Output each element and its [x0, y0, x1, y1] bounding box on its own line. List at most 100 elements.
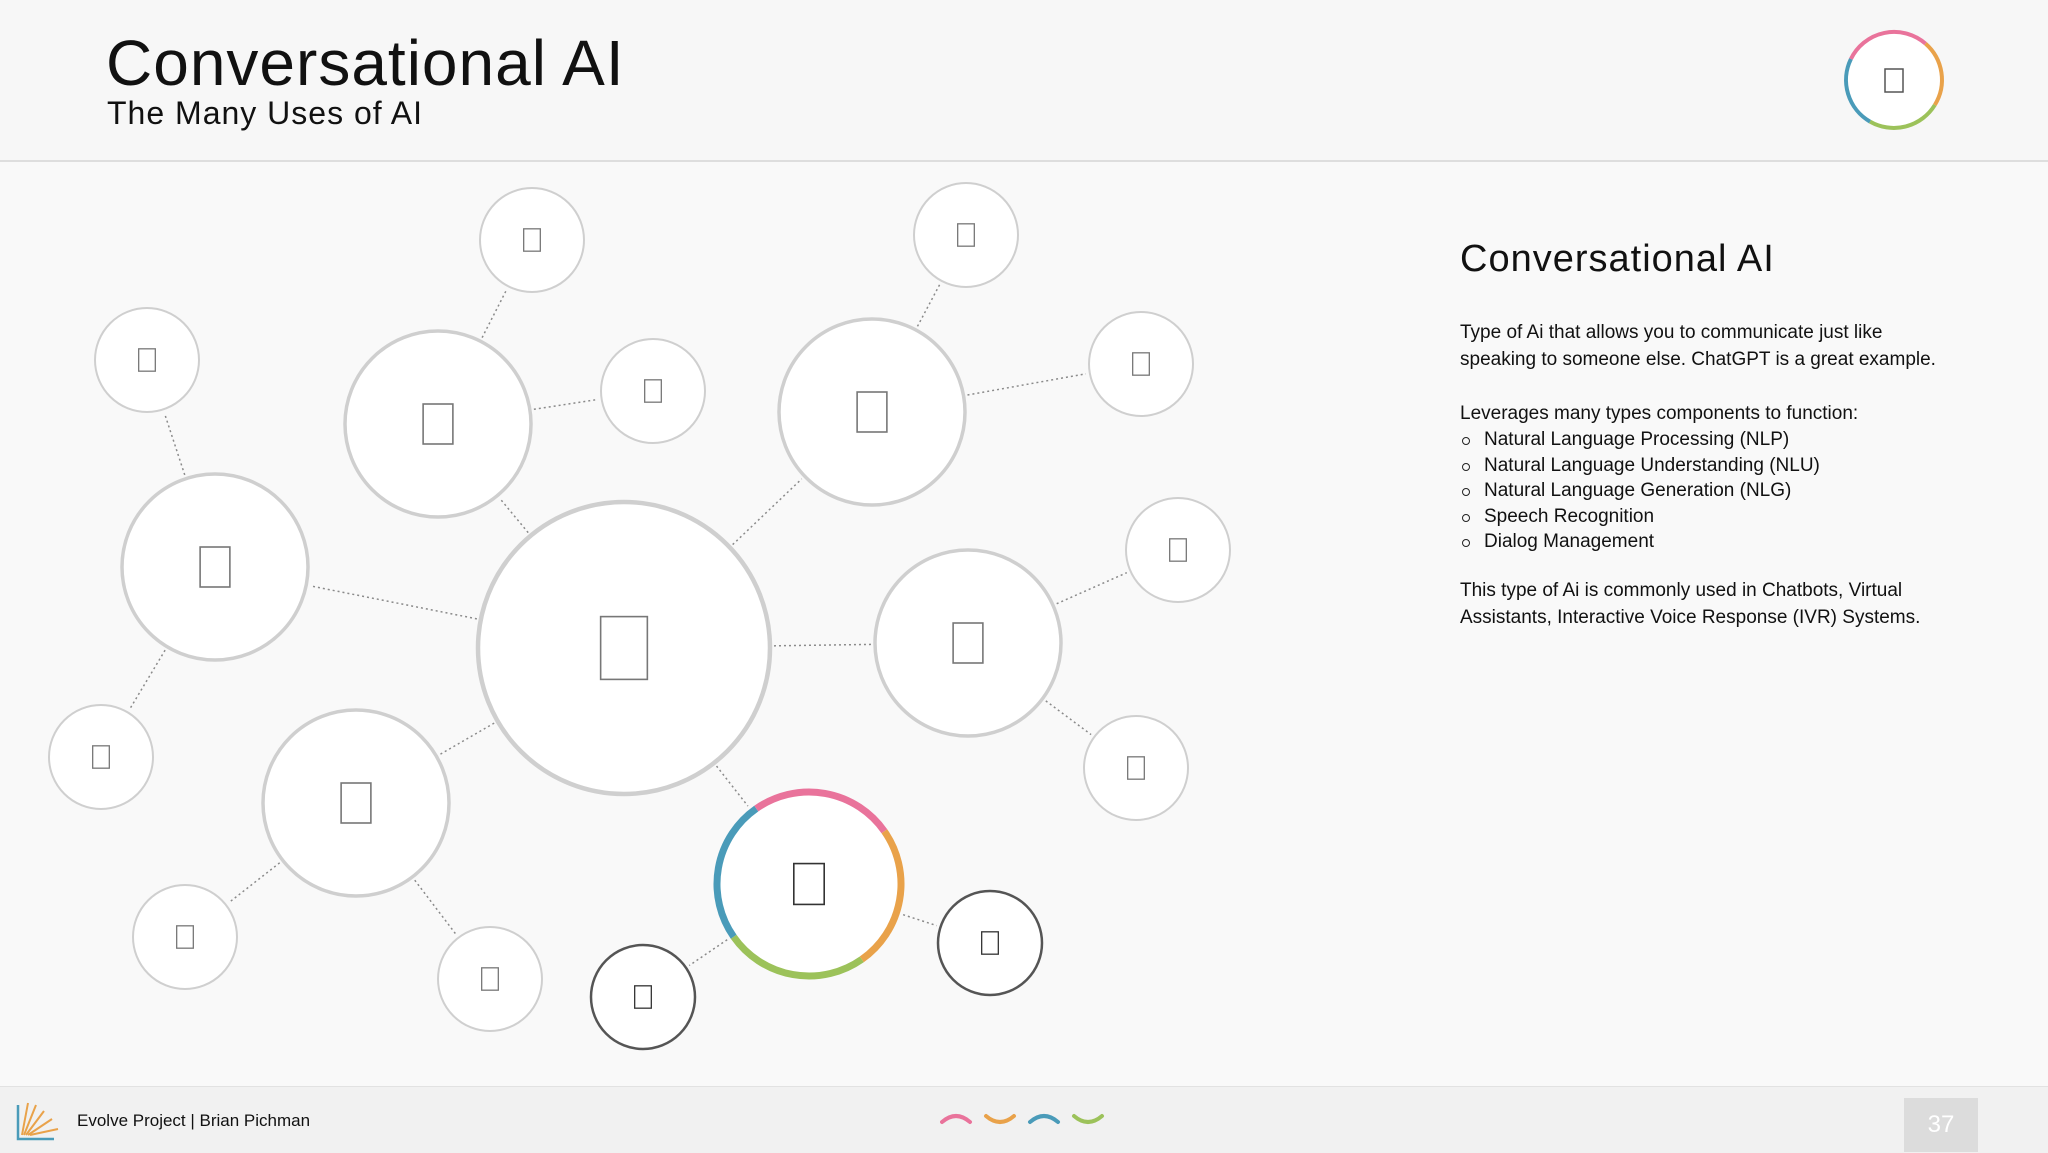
connector-line — [916, 284, 941, 327]
node-circle — [1088, 311, 1194, 417]
bubble-node — [437, 926, 543, 1032]
node-circle — [479, 187, 585, 293]
bubble-node — [589, 943, 697, 1051]
bubble-node — [873, 548, 1063, 738]
bubble-node — [94, 307, 200, 413]
bullet-icon — [1462, 462, 1470, 471]
ring-segment — [754, 788, 888, 834]
connector-line — [773, 643, 872, 647]
node-circle — [48, 704, 154, 810]
connector-line — [732, 478, 803, 546]
slide-subtitle: The Many Uses of AI — [107, 95, 424, 131]
slide-footer: Evolve Project | Brian Pichman — [0, 1086, 2048, 1153]
connector-line — [481, 289, 508, 338]
list-item: Natural Language Generation (NLG) — [1460, 478, 1960, 504]
placeholder-icon — [1132, 352, 1150, 376]
connector-line — [1045, 700, 1092, 736]
node-circle — [475, 499, 773, 797]
node-circle — [589, 943, 697, 1051]
connector-line — [310, 585, 478, 620]
node-circle — [777, 317, 967, 507]
connector-line — [414, 879, 457, 935]
connector-line — [163, 412, 186, 476]
bullet-icon — [1462, 513, 1470, 522]
panel-heading: Conversational AI — [1460, 238, 1775, 280]
node-circle — [437, 926, 543, 1032]
placeholder-icon — [1127, 756, 1145, 780]
node-circle — [913, 182, 1019, 288]
placeholder-icon — [599, 615, 649, 681]
bullet-icon — [1462, 488, 1470, 496]
node-circle — [343, 329, 533, 519]
bubble-node — [913, 182, 1019, 288]
slide-title: Conversational AI — [106, 27, 625, 99]
hub-node — [475, 499, 773, 797]
placeholder-icon — [856, 391, 888, 433]
connector-line — [902, 913, 937, 927]
ring-segment — [713, 805, 759, 939]
connector-line — [967, 373, 1087, 396]
placeholder-icon — [481, 967, 499, 991]
bubble-node — [1088, 311, 1194, 417]
placeholder-icon — [523, 228, 541, 252]
color-ring-icon — [1844, 29, 1944, 130]
panel-usage: This type of Ai is commonly used in Chat… — [1460, 579, 1921, 628]
placeholder-icon — [138, 348, 156, 372]
node-circle — [120, 472, 310, 662]
placeholder-icon — [644, 379, 662, 403]
node-circle — [94, 307, 200, 413]
bullet-icon — [1462, 539, 1470, 547]
node-circle — [600, 338, 706, 444]
bubble-node — [132, 884, 238, 990]
list-item: Speech Recognition — [1460, 504, 1960, 530]
node-circle — [132, 884, 238, 990]
node-circle — [261, 708, 451, 898]
node-circle — [1083, 715, 1189, 821]
ring-segment — [859, 829, 905, 963]
bubble-node — [777, 317, 967, 507]
list-item: Dialog Management — [1460, 529, 1960, 555]
connector-line — [688, 939, 728, 967]
components-lead: Leverages many types components to funct… — [1460, 403, 1859, 424]
bubble-node — [48, 704, 154, 810]
connector-line — [1056, 571, 1128, 605]
node-circle — [714, 789, 904, 979]
bubble-node — [120, 472, 310, 662]
panel-intro: Type of Ai that allows you to communicat… — [1460, 322, 1936, 370]
list-item: Natural Language Processing (NLP) — [1460, 427, 1960, 453]
ring-segment — [730, 934, 864, 980]
book-logo-icon — [16, 1102, 59, 1141]
components-list: Natural Language Processing (NLP) Natura… — [1460, 427, 1960, 555]
connector-line — [129, 649, 166, 710]
placeholder-icon — [199, 546, 231, 588]
placeholder-icon — [422, 403, 454, 445]
bubble-node — [343, 329, 533, 519]
bubble-diagram — [48, 182, 1231, 1051]
placeholder-icon — [340, 782, 372, 824]
placeholder-icon — [957, 223, 975, 247]
placeholder-icon — [792, 862, 825, 906]
placeholder-icon — [92, 745, 110, 769]
list-item: Natural Language Understanding (NLU) — [1460, 453, 1960, 479]
color-arcs-icon — [940, 1114, 1104, 1124]
footer-credit: Evolve Project | Brian Pichman — [77, 1111, 311, 1130]
bubble-node — [261, 708, 451, 898]
bubble-node — [479, 187, 585, 293]
placeholder-icon — [952, 622, 984, 664]
node-circle — [873, 548, 1063, 738]
info-panel: Conversational AI Type of Ai that allows… — [1460, 238, 1960, 658]
placeholder-icon — [176, 925, 194, 949]
connector-line — [228, 862, 281, 904]
placeholder-icon — [1169, 538, 1187, 562]
node-circle — [936, 889, 1044, 997]
page-number: 37 — [1904, 1098, 1978, 1152]
node-circle — [1125, 497, 1231, 603]
placeholder-icon — [981, 931, 999, 955]
bubble-node — [1083, 715, 1189, 821]
connector-line — [715, 765, 749, 807]
connector-line — [439, 722, 495, 756]
connector-line — [499, 498, 529, 534]
slide-header: Conversational AI The Many Uses of AI — [0, 0, 2048, 162]
bubble-node — [1125, 497, 1231, 603]
bullet-icon — [1462, 437, 1470, 445]
